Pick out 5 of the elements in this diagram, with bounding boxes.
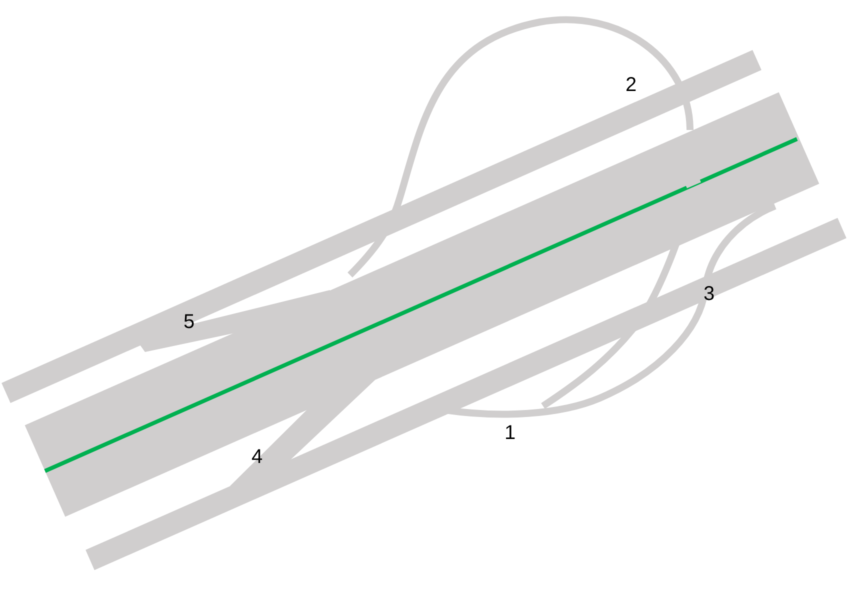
callout-number: 3 [703, 284, 715, 304]
callout-number: 4 [251, 447, 263, 467]
callout-number: 5 [183, 312, 195, 332]
callout-number: 1 [504, 423, 516, 443]
callout-number: 2 [625, 75, 637, 95]
